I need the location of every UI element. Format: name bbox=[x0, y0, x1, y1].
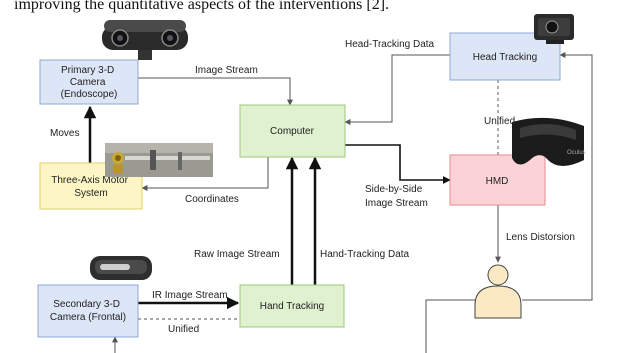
vr-headset-icon: Oculus bbox=[512, 117, 586, 166]
primary-camera-line1: Primary 3-D bbox=[61, 65, 114, 76]
secondary-camera-line2: Camera (Frontal) bbox=[50, 312, 126, 323]
edge-side-by-side bbox=[345, 144, 451, 184]
caption-text: improving the quantitative aspects of th… bbox=[14, 0, 390, 13]
primary-camera-line3: (Endoscope) bbox=[61, 89, 118, 100]
node-head-tracking: Head Tracking bbox=[449, 32, 561, 81]
label-ir-image-stream: IR Image Stream bbox=[152, 290, 228, 301]
svg-text:Oculus: Oculus bbox=[567, 150, 586, 156]
edge-coordinates bbox=[141, 157, 269, 191]
node-primary-camera: Primary 3-D Camera (Endoscope) bbox=[39, 59, 139, 105]
edge-image-stream bbox=[138, 77, 293, 106]
computer-label: Computer bbox=[270, 126, 315, 137]
user-icon bbox=[474, 264, 522, 319]
label-unified-bottom: Unified bbox=[168, 324, 199, 335]
leap-motion-sensor-icon bbox=[90, 256, 152, 280]
primary-camera-line2: Camera bbox=[70, 77, 106, 88]
svg-text:Three-Axis Motor System: Three-Axis Motor System bbox=[51, 175, 130, 199]
label-side-by-side: Side-by-Side Image Stream bbox=[365, 184, 428, 209]
label-coordinates: Coordinates bbox=[185, 194, 239, 205]
webcam-icon bbox=[534, 14, 574, 44]
stereo-camera-icon bbox=[102, 20, 188, 60]
label-head-tracking-data: Head-Tracking Data bbox=[345, 39, 435, 50]
edge-user-to-head-tracking bbox=[522, 52, 593, 301]
motor-line2: System bbox=[74, 188, 107, 199]
label-lens-distorsion: Lens Distorsion bbox=[506, 232, 575, 243]
label-hand-tracking-data: Hand-Tracking Data bbox=[320, 249, 410, 260]
hand-tracking-label: Hand Tracking bbox=[260, 301, 324, 312]
label-raw-image-stream: Raw Image Stream bbox=[194, 249, 280, 260]
label-side-by-side-line2: Image Stream bbox=[365, 198, 428, 209]
motor-rig-photo bbox=[105, 143, 213, 177]
node-hmd: HMD bbox=[449, 154, 546, 206]
secondary-camera-line1: Secondary 3-D bbox=[53, 299, 120, 310]
svg-text:Primary 3-D Camera: Primary 3-D Camera (Endoscope) bbox=[61, 65, 118, 100]
motor-line1: Three-Axis Motor bbox=[51, 175, 128, 186]
label-image-stream: Image Stream bbox=[195, 65, 258, 76]
edge-head-tracking-data bbox=[344, 54, 450, 125]
node-hand-tracking: Hand Tracking bbox=[239, 284, 345, 328]
edge-user-bottom bbox=[425, 299, 475, 353]
head-tracking-label: Head Tracking bbox=[473, 52, 537, 63]
label-unified-top: Unified bbox=[484, 116, 515, 127]
svg-text:Secondary 3-D Camera (Fr: Secondary 3-D Camera (Frontal) bbox=[50, 299, 126, 323]
node-secondary-camera: Secondary 3-D Camera (Frontal) bbox=[37, 284, 139, 338]
node-computer: Computer bbox=[239, 104, 346, 158]
label-side-by-side-line1: Side-by-Side bbox=[365, 184, 423, 195]
hmd-label: HMD bbox=[486, 176, 509, 187]
label-moves: Moves bbox=[50, 128, 79, 139]
